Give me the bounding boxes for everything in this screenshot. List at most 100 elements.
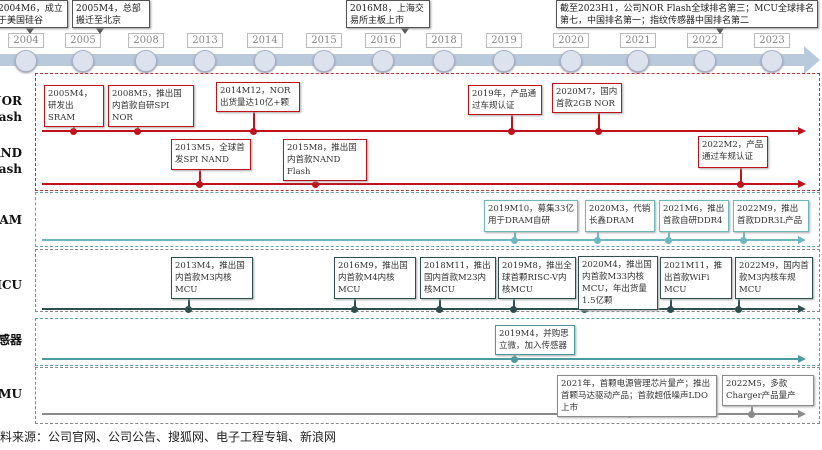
event-stem (253, 108, 255, 131)
year-label: 2022 (687, 33, 723, 48)
event-box: 2022M2，产品通过车规认证 (698, 136, 768, 168)
event-dot (134, 127, 141, 135)
row-arrow (798, 236, 806, 244)
row-arrow (798, 127, 806, 135)
event-dot (735, 305, 742, 313)
row-label: PMU (0, 387, 22, 401)
event-dot (196, 180, 203, 188)
event-box: 2015M8，推出国内首款NAND Flash (283, 139, 367, 181)
callout-pointer (95, 27, 105, 34)
year-node (627, 50, 649, 72)
event-stem (511, 113, 513, 131)
timeline-axis-bar (0, 54, 806, 66)
row-label: NAND Flash (0, 146, 22, 176)
year-node (313, 50, 335, 72)
event-stem (740, 168, 742, 184)
year-node (433, 50, 455, 72)
row-label: MCU (0, 278, 22, 292)
event-dot (510, 305, 517, 313)
section-box (35, 249, 820, 312)
event-box: 2020M3，代销长鑫DRAM (585, 200, 655, 232)
year-node (135, 50, 157, 72)
year-node (694, 50, 716, 72)
year-node (72, 50, 94, 72)
year-label: 2018 (426, 33, 462, 48)
event-stem (513, 296, 515, 309)
event-box: 2020M7，国内首款2GB NOR (552, 83, 622, 113)
event-box: 2020M4，推出国内首款M33内核MCU，年出货量1.5亿颗 (578, 256, 658, 310)
event-stem (751, 406, 753, 414)
callout-pointer (400, 27, 410, 34)
row-line (42, 308, 800, 310)
callout-pointer (715, 27, 725, 34)
event-box: 2014M12，NOR出货量达10亿+颗 (216, 82, 300, 112)
event-dot (667, 305, 674, 313)
event-box: 2021年，首颗电源管理芯片量产；推出首颗马达驱动产品；首款超低噪声LDO上市 (557, 375, 717, 417)
event-box: 2016M9，推出国内首款M4内核MCU (334, 257, 416, 299)
milestone-callout: 2005M4，总部搬迁至北京 (72, 0, 150, 28)
event-box: 2013M4，推出国内首款M3内核MCU (171, 257, 253, 299)
row-arrow (798, 305, 806, 313)
section-box (35, 192, 820, 247)
event-dot (665, 236, 672, 244)
timeline-arrow-head (804, 46, 820, 74)
event-dot (737, 180, 744, 188)
year-label: 2021 (620, 33, 656, 48)
event-dot (436, 305, 443, 313)
event-stem (188, 293, 190, 309)
year-label: 2015 (306, 33, 342, 48)
event-dot (595, 127, 602, 135)
year-label: 2004 (8, 33, 44, 48)
event-box: 2021M6，推出首款自研DDR4 (659, 200, 729, 232)
row-line (42, 413, 800, 415)
year-node (761, 50, 783, 72)
row-arrow (798, 355, 806, 363)
year-label: 2014 (247, 33, 283, 48)
milestone-callout: 2004M6，成立于美国硅谷 (0, 0, 68, 28)
year-label: 2019 (486, 33, 522, 48)
year-label: 2008 (128, 33, 164, 48)
row-label: 传感器 (0, 333, 22, 347)
source-note: 资料来源：公司官网、公司公告、搜狐网、电子工程专辑、新浪网 (0, 430, 337, 444)
row-arrow (798, 180, 806, 188)
year-node (493, 50, 515, 72)
event-dot (594, 236, 601, 244)
event-box: 2013M5，全球首发SPI NAND (171, 139, 251, 170)
milestone-callout: 截至2023H1，公司NOR Flash全球排名第三；MCU全球排名第七，中国排… (556, 0, 818, 28)
event-stem (354, 293, 356, 309)
event-stem (668, 232, 670, 240)
event-stem (514, 232, 516, 240)
section-box (35, 367, 820, 424)
year-node (560, 50, 582, 72)
event-dot (250, 127, 257, 135)
event-dot (740, 236, 747, 244)
row-line (42, 183, 800, 185)
row-line (42, 130, 800, 132)
year-label: 2013 (187, 33, 223, 48)
event-box: 2019M10，募集33亿用于DRAM自研 (484, 200, 578, 232)
event-box: 2008M5，推出国内首款自研SPI NOR (108, 85, 194, 127)
event-box: 2019M4，并购思立微，加入传感器 (495, 325, 575, 355)
event-box: 2022M5，多款Charger产品量产 (722, 375, 814, 406)
event-stem (598, 111, 600, 131)
event-dot (511, 355, 518, 363)
year-label: 2016 (365, 33, 401, 48)
section-box (35, 73, 820, 191)
row-label: NOR Flash (0, 94, 22, 124)
row-line (42, 239, 800, 241)
event-stem (738, 296, 740, 309)
event-dot (70, 127, 77, 135)
event-dot (748, 410, 755, 418)
section-box (35, 318, 820, 366)
callout-pointer (25, 27, 35, 34)
row-line (42, 358, 800, 360)
event-dot (508, 127, 515, 135)
event-box: 2019M8，推出全球首颗RISC-V内核MCU (498, 257, 576, 299)
year-node (15, 50, 37, 72)
event-stem (670, 296, 672, 309)
year-node (254, 50, 276, 72)
event-dot (511, 236, 518, 244)
year-label: 2023 (754, 33, 790, 48)
event-box: 2022M9，推出首款DDR3L产品 (733, 200, 809, 232)
event-box: 2021M11，推出首款WiFi MCU (660, 257, 732, 299)
